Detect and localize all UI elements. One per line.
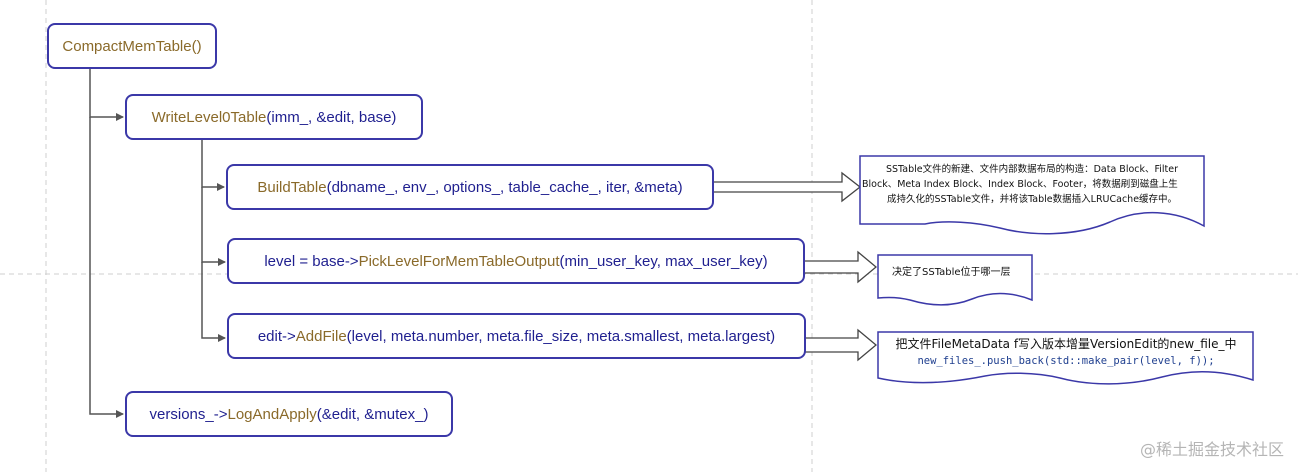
node-label: CompactMemTable() — [62, 37, 202, 55]
block-arrow-pick-note — [803, 250, 878, 284]
note-shape-addfile — [877, 331, 1254, 385]
note-pick-level: 决定了SSTable位于哪一层 — [880, 266, 1030, 280]
function-args: (dbname_, env_, options_, table_cache_, … — [326, 178, 683, 196]
note-add-file: 把文件FileMetaData f写入版本增量VersionEdit的new_f… — [880, 336, 1252, 370]
note-line: 成持久化的SSTable文件，并将该Table数据插入LRUCache缓存中。 — [886, 194, 1178, 205]
node-pick-level[interactable]: level = base->PickLevelForMemTableOutput… — [227, 238, 805, 284]
note-line: Block、Meta Index Block、Index Block、Foote… — [862, 179, 1178, 190]
function-args: (min_user_key, max_user_key) — [559, 252, 768, 270]
function-args: (level, meta.number, meta.file_size, met… — [346, 327, 776, 345]
note-line: SSTable文件的新建、文件内部数据布局的构造：Data Block、Filt… — [885, 164, 1179, 175]
function-name: PickLevelForMemTableOutput — [358, 252, 560, 270]
node-compact-mem-table[interactable]: CompactMemTable() — [47, 23, 217, 69]
function-name: BuildTable — [257, 178, 327, 196]
note-code-line: new_files_.push_back(std::make_pair(leve… — [917, 355, 1215, 367]
block-arrow-build-note — [712, 171, 862, 203]
connector-write-to-pick — [201, 187, 226, 266]
node-add-file[interactable]: edit->AddFile(level, meta.number, meta.f… — [227, 313, 806, 359]
note-shape-build — [859, 155, 1205, 235]
call-prefix: level = base-> — [264, 252, 359, 270]
function-args: (imm_, &edit, base) — [266, 108, 397, 126]
watermark: @稀土掘金技术社区 — [1139, 440, 1284, 459]
connector-write-to-build — [201, 140, 225, 191]
node-write-level0-table[interactable]: WriteLevel0Table(imm_, &edit, base) — [125, 94, 423, 140]
connector-write-to-addfile — [201, 262, 226, 342]
function-name: AddFile — [295, 327, 347, 345]
function-name: LogAndApply — [227, 405, 317, 423]
note-line: 把文件FileMetaData f写入版本增量VersionEdit的new_f… — [895, 337, 1237, 351]
note-build-table: SSTable文件的新建、文件内部数据布局的构造：Data Block、Filt… — [862, 162, 1202, 207]
call-prefix: edit-> — [257, 327, 296, 345]
function-name: WriteLevel0Table — [151, 108, 267, 126]
block-arrow-addfile-note — [804, 328, 878, 362]
note-line: 决定了SSTable位于哪一层 — [892, 267, 1011, 278]
node-log-and-apply[interactable]: versions_->LogAndApply(&edit, &mutex_) — [125, 391, 453, 437]
note-shape-pick — [877, 254, 1033, 306]
function-args: (&edit, &mutex_) — [316, 405, 429, 423]
call-prefix: versions_-> — [149, 405, 228, 423]
node-build-table[interactable]: BuildTable(dbname_, env_, options_, tabl… — [226, 164, 714, 210]
connector-compact-to-logapply — [89, 117, 124, 418]
connector-compact-to-write — [89, 68, 124, 121]
